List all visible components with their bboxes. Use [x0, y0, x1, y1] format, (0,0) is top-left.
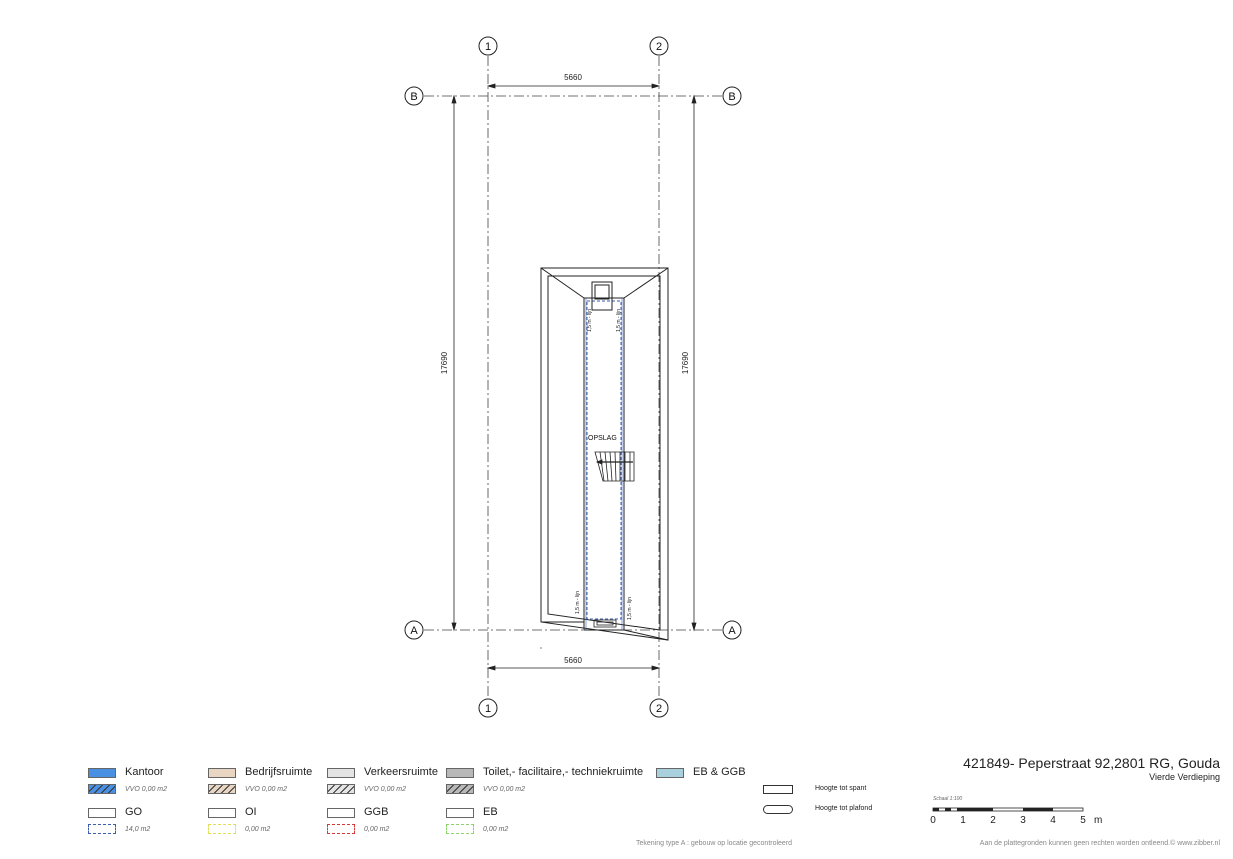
legend-label-verkeersruimte: Verkeersruimte — [364, 766, 438, 778]
line-label-top-right: 1,5 m - lijn — [616, 309, 622, 332]
legend-label-toilet: Toilet,- facilitaire,- techniekruimte — [483, 766, 644, 778]
grid-label-2-top: 2 — [656, 41, 662, 53]
height-spant-label: Hoogte tot spant — [815, 785, 867, 792]
legend-swatch-eb-area — [446, 824, 474, 834]
scale-tick-2: 2 — [990, 815, 996, 826]
legend-label-eb-ggb: EB & GGB — [693, 766, 746, 778]
legend-swatch-oi — [208, 808, 236, 818]
legend-label-kantoor: Kantoor — [125, 766, 164, 778]
room-opslag — [583, 297, 625, 631]
legend-label-go: GO — [125, 806, 143, 818]
building-outline — [540, 267, 669, 641]
legend-swatch-ggb-area — [327, 824, 355, 834]
grid-label-b-right: B — [728, 91, 735, 103]
legend-swatch-toilet — [446, 768, 474, 778]
stair-icon — [594, 451, 635, 482]
legend-label-bedrijfsruimte: Bedrijfsruimte — [245, 766, 313, 778]
scale-bar: Schaal 1:100 0 1 2 3 4 5 m — [930, 796, 1110, 828]
scale-tick-1: 1 — [960, 815, 966, 826]
height-plafond-label: Hoogte tot plafond — [815, 805, 873, 812]
legend-swatch-verkeersruimte-vvo — [327, 784, 355, 794]
legend: Kantoor VVO 0,00 m2 Bedrijfsruimte VVO 0… — [88, 766, 768, 840]
grid-label-a-right: A — [728, 625, 736, 637]
legend-label-ggb: GGB — [364, 806, 389, 818]
grid-label-b-left: B — [410, 91, 417, 103]
height-plafond-symbol — [763, 805, 793, 814]
room-label: OPSLAG — [588, 435, 617, 442]
legend-vvo-toilet: VVO 0,00 m2 — [483, 786, 526, 793]
legend-area-ggb: 0,00 m2 — [364, 826, 390, 833]
grid-label-2-bottom: 2 — [656, 703, 662, 715]
title-block: 421849- Peperstraat 92,2801 RG, Gouda Vi… — [963, 755, 1220, 782]
dimension-top-width: 5660 — [564, 73, 582, 82]
scale-tick-3: 3 — [1020, 815, 1026, 826]
legend-swatch-eb-ggb — [656, 768, 684, 778]
scale-unit: m — [1094, 815, 1102, 826]
legend-swatch-ggb — [327, 808, 355, 818]
legend-swatch-kantoor-vvo — [88, 784, 116, 794]
scale-bar-graphic: 0 1 2 3 4 5 m — [930, 807, 1102, 826]
grid-label-1-bottom: 1 — [485, 703, 491, 715]
legend-area-oi: 0,00 m2 — [245, 826, 271, 833]
legend-swatch-verkeersruimte — [327, 768, 355, 778]
grid-label-1-top: 1 — [485, 41, 491, 53]
legend-swatch-go — [88, 808, 116, 818]
floor-name: Vierde Verdieping — [1149, 772, 1220, 782]
height-spant-symbol — [763, 785, 793, 794]
chimney-opening — [591, 281, 613, 311]
legend-vvo-bedrijfsruimte: VVO 0,00 m2 — [245, 786, 288, 793]
line-label-bottom-left: 1,5 m - lijn — [575, 591, 581, 614]
scale-label: Schaal 1:100 — [933, 796, 963, 802]
dimension-right-height: 17690 — [681, 351, 690, 374]
legend-area-eb: 0,00 m2 — [483, 826, 509, 833]
grid-label-a-left: A — [410, 625, 418, 637]
legend-swatch-toilet-vvo — [446, 784, 474, 794]
legend-swatch-eb — [446, 808, 474, 818]
dimension-bottom-width: 5660 — [564, 656, 582, 665]
legend-swatch-go-area — [88, 824, 116, 834]
page-title: 421849- Peperstraat 92,2801 RG, Gouda — [963, 755, 1220, 771]
line-label-top-left: 1,5 m - lijn — [587, 309, 593, 332]
legend-vvo-verkeersruimte: VVO 0,00 m2 — [364, 786, 407, 793]
footer-drawing-type: Tekening type A : gebouw op locatie geco… — [636, 840, 793, 847]
line-label-bottom-right: 1,5 m - lijn — [627, 597, 633, 620]
legend-swatch-oi-area — [208, 824, 236, 834]
legend-label-eb: EB — [483, 806, 498, 818]
legend-swatch-bedrijfsruimte-vvo — [208, 784, 236, 794]
scale-tick-4: 4 — [1050, 815, 1056, 826]
scale-tick-5: 5 — [1080, 815, 1086, 826]
scale-tick-0: 0 — [930, 815, 936, 826]
footer-disclaimer: Aan de plattegronden kunnen geen rechten… — [979, 840, 1220, 847]
legend-area-go: 14,0 m2 — [125, 826, 151, 833]
legend-vvo-kantoor: VVO 0,00 m2 — [125, 786, 168, 793]
door-icon — [593, 619, 617, 628]
legend-swatch-bedrijfsruimte — [208, 768, 236, 778]
legend-label-oi: OI — [245, 806, 257, 818]
dimension-left-height: 17690 — [440, 351, 449, 374]
legend-swatch-kantoor — [88, 768, 116, 778]
